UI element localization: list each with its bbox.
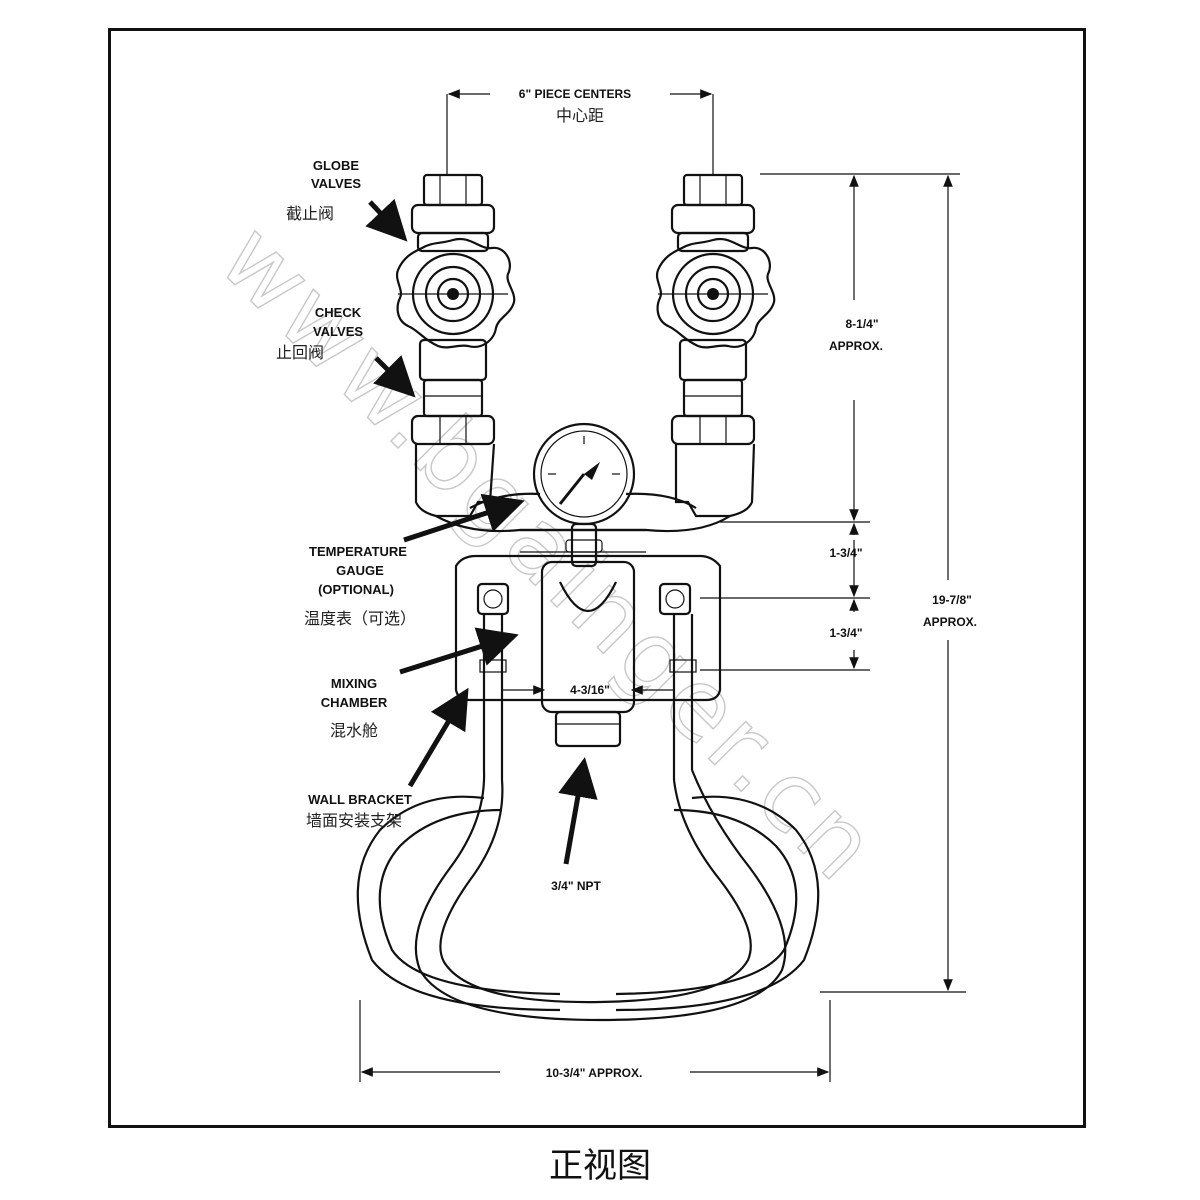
total-height-2: APPROX. (923, 615, 977, 629)
chamber-width: 4-3/16" (570, 683, 610, 697)
mixing-chamber-label-2: CHAMBER (321, 695, 388, 710)
labels: 6" PIECE CENTERS 中心距 GLOBE VALVES 截止阀 CH… (276, 87, 977, 1080)
gap-1: 1-3/4" (829, 546, 862, 560)
dimension-lines (359, 89, 966, 1082)
temp-gauge-label-1: TEMPERATURE (309, 544, 407, 559)
globe-valves-cn: 截止阀 (286, 204, 334, 223)
temp-gauge-cn: 温度表（可选） (304, 609, 416, 628)
view-caption: 正视图 (549, 1146, 651, 1186)
drawing-frame (108, 28, 1086, 1128)
npt-label: 3/4" NPT (551, 879, 601, 893)
left-globe-valve (396, 173, 516, 518)
check-valves-cn: 止回阀 (276, 343, 324, 362)
top-height-2: APPROX. (829, 339, 883, 353)
top-height-1: 8-1/4" (845, 317, 878, 331)
globe-valves-label-1: GLOBE (313, 158, 360, 173)
temp-gauge-label-2: GAUGE (336, 563, 384, 578)
total-width: 10-3/4" APPROX. (546, 1066, 643, 1080)
gap-2: 1-3/4" (829, 626, 862, 640)
piece-centers-cn: 中心距 (556, 106, 604, 125)
check-valves-label-2: VALVES (313, 324, 363, 339)
wall-bracket-cn: 墙面安装支架 (306, 811, 402, 830)
piece-centers-label: 6" PIECE CENTERS (519, 87, 631, 101)
watermark: www.bgainger.cn (199, 202, 901, 904)
wall-bracket-label: WALL BRACKET (308, 792, 412, 807)
pipe-loop (356, 614, 820, 1022)
globe-valves-label-2: VALVES (311, 176, 361, 191)
temperature-gauge (532, 422, 636, 568)
mixing-chamber-cn: 混水舱 (330, 721, 378, 740)
mixing-chamber-label-1: MIXING (331, 676, 377, 691)
right-globe-valve (656, 173, 776, 518)
leader-arrows (365, 198, 598, 865)
temp-gauge-label-3: (OPTIONAL) (318, 582, 394, 597)
manifold (435, 492, 731, 553)
check-valves-label-1: CHECK (315, 305, 362, 320)
total-height-1: 19-7/8" (932, 593, 972, 607)
